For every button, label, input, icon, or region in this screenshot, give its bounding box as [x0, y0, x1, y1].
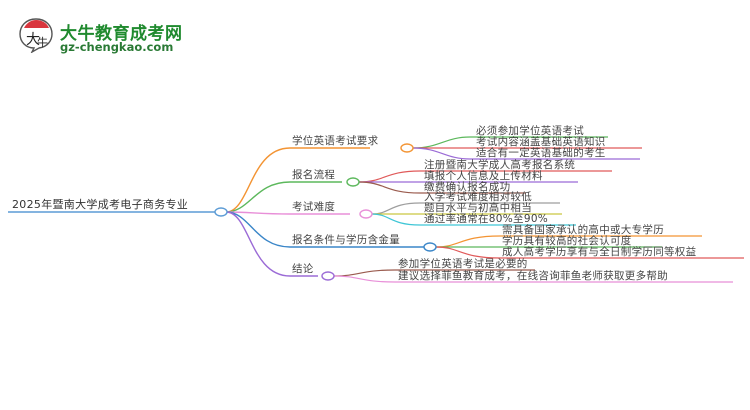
leaf-topic[interactable]: 需具备国家承认的高中或大专学历 [502, 224, 664, 236]
leaf-topic[interactable]: 考试内容涵盖基础英语知识 [476, 136, 606, 148]
branch-topic-registration[interactable]: 报名流程 [292, 169, 336, 181]
svg-text:大: 大 [26, 32, 40, 48]
leaf-topic[interactable]: 适合有一定英语基础的考生 [476, 147, 606, 159]
root-node[interactable] [214, 207, 228, 217]
edge-branch-4 [225, 211, 318, 277]
edge-branch-0 [225, 147, 370, 213]
leaf-topic[interactable]: 学历具有较高的社会认可度 [502, 235, 632, 247]
leaf-topic[interactable]: 缴费确认报名成功 [424, 181, 511, 193]
branch-node-0[interactable] [400, 143, 414, 153]
leaf-topic[interactable]: 成人高考学历享有与全日制学历同等权益 [502, 246, 697, 258]
leaf-topic[interactable]: 入学考试难度相对较低 [424, 191, 532, 203]
branch-topic-difficulty[interactable]: 考试难度 [292, 201, 336, 213]
root-topic[interactable]: 2025年暨南大学成考电子商务专业 [12, 198, 189, 211]
leaf-topic[interactable]: 必须参加学位英语考试 [476, 125, 584, 137]
edge-branch-3 [225, 211, 424, 248]
branch-node-2[interactable] [359, 209, 373, 219]
leaf-topic[interactable]: 题目水平与初高中相当 [424, 202, 532, 214]
branch-topic-degree-english[interactable]: 学位英语考试要求 [292, 135, 379, 147]
leaf-topic[interactable]: 填报个人信息及上传材料 [424, 170, 543, 182]
leaf-topic[interactable]: 注册暨南大学成人高考报名系统 [424, 159, 576, 171]
leaf-topic[interactable]: 建议选择菲鱼教育成考，在线咨询菲鱼老师获取更多帮助 [398, 270, 668, 282]
branch-node-3[interactable] [423, 242, 437, 252]
edge-branch-2 [225, 211, 350, 215]
branch-node-4[interactable] [321, 271, 335, 281]
logo-title: 大牛教育成考网 [60, 24, 183, 44]
branch-topic-conclusion[interactable]: 结论 [292, 263, 314, 275]
branch-node-1[interactable] [346, 177, 360, 187]
branch-topic-conditions[interactable]: 报名条件与学历含金量 [292, 234, 400, 246]
logo-badge-icon: 大 牛 [19, 18, 53, 53]
leaf-topic[interactable]: 参加学位英语考试是必要的 [398, 258, 528, 270]
leaf-topic[interactable]: 通过率通常在80%至90% [424, 213, 549, 225]
logo-url: gz-chengkao.com [60, 40, 174, 54]
svg-text:牛: 牛 [37, 35, 48, 49]
edge-branch-1 [225, 181, 342, 213]
site-logo[interactable]: 大 牛 大牛教育成考网 gz-chengkao.com [18, 17, 218, 57]
